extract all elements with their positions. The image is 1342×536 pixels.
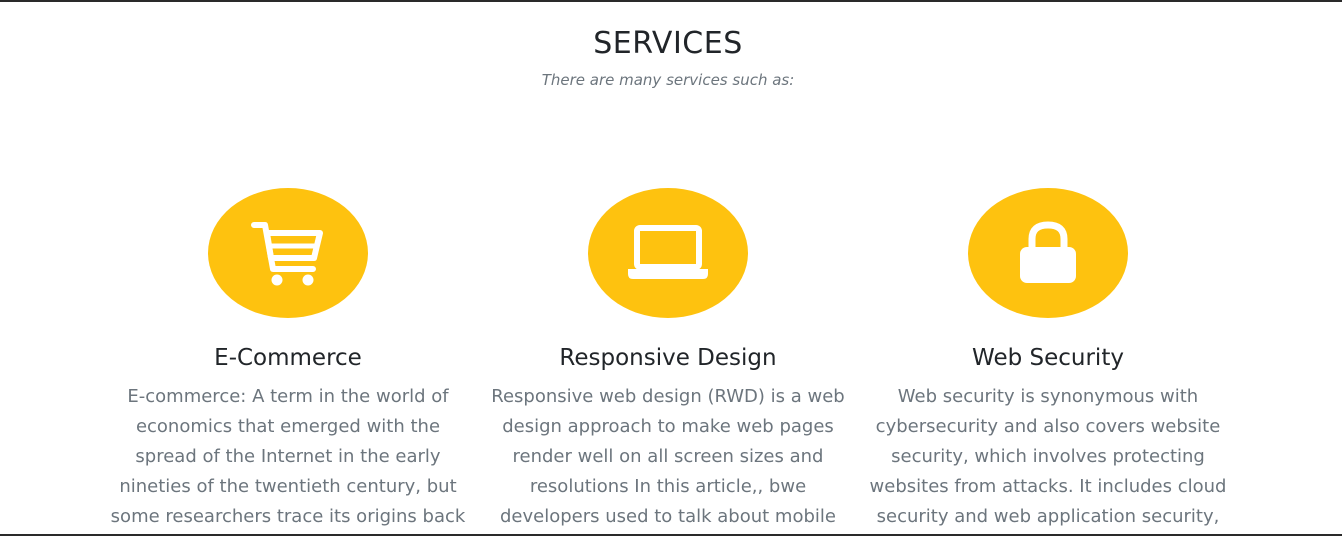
- service-title: Responsive Design: [559, 345, 777, 371]
- services-row: E-Commerce E-commerce: A term in the wor…: [98, 188, 1238, 532]
- service-card-web-security: Web Security Web security is synonymous …: [858, 188, 1238, 532]
- service-title: E-Commerce: [214, 345, 362, 371]
- shopping-cart-icon: [251, 222, 323, 286]
- service-title: Web Security: [972, 345, 1124, 371]
- service-card-ecommerce: E-Commerce E-commerce: A term in the wor…: [98, 188, 478, 532]
- section-title: SERVICES: [593, 26, 743, 61]
- section-subtitle: There are many services such as:: [541, 71, 795, 89]
- service-icon-circle: [588, 188, 748, 318]
- service-card-responsive-design: Responsive Design Responsive web design …: [478, 188, 858, 532]
- service-icon-circle: [968, 188, 1128, 318]
- service-description: Responsive web design (RWD) is a web des…: [491, 386, 845, 527]
- bottom-divider: [0, 534, 1342, 536]
- service-icon-circle: [208, 188, 368, 318]
- lock-icon: [1020, 221, 1076, 283]
- service-description: Web security is synonymous with cybersec…: [869, 386, 1227, 527]
- laptop-icon: [628, 225, 708, 279]
- section-header: SERVICES There are many services such as…: [0, 24, 1336, 90]
- service-description: E-commerce: A term in the world of econo…: [110, 386, 466, 527]
